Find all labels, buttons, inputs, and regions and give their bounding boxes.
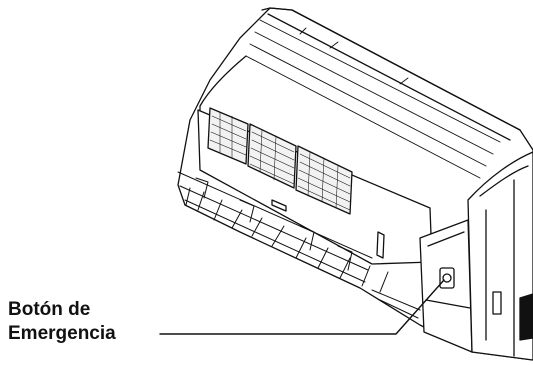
air-vanes bbox=[177, 171, 421, 319]
side-latch bbox=[492, 291, 502, 315]
label-line-2: Emergencia bbox=[8, 323, 116, 344]
emergency-button-label: Botón de Emergencia bbox=[8, 298, 116, 346]
top-rear-edge bbox=[261, 7, 521, 131]
front-panel-curve bbox=[199, 55, 247, 113]
filter-mesh-right bbox=[295, 145, 353, 215]
filter-mesh-middle bbox=[247, 123, 297, 189]
label-line-1: Botón de bbox=[8, 299, 91, 320]
top-grille bbox=[245, 19, 501, 179]
side-cover bbox=[467, 151, 533, 361]
side-bracket bbox=[519, 293, 533, 341]
filter-hatching bbox=[209, 111, 351, 211]
emergency-button-dot bbox=[442, 273, 452, 283]
filter-mesh-left bbox=[207, 107, 249, 165]
callout-leader-line bbox=[159, 279, 445, 335]
slot-indicator bbox=[271, 199, 287, 212]
